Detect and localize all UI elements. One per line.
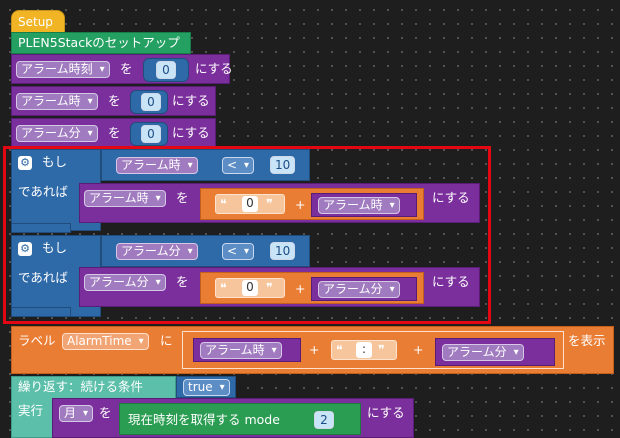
set-suffix-label: にする (195, 61, 233, 76)
compare-var-dropdown[interactable]: アラーム分 (116, 243, 198, 260)
open-quote-icon: ❝ (220, 280, 227, 295)
compare-value-input[interactable]: 10 (270, 156, 296, 174)
join-block[interactable]: ❝ 0 ❞ + アラーム時 (200, 188, 424, 220)
number-block: 0 (143, 58, 189, 82)
if-block-bottom (11, 223, 71, 233)
var-dropdown-alarm-hour[interactable]: アラーム時 (16, 93, 98, 110)
plus-label: + (295, 281, 306, 296)
to-label: を (176, 190, 189, 205)
join-block[interactable]: アラーム時 + ❝ : ❞ + アラーム分 (182, 331, 564, 369)
set-block-month[interactable]: 月 を 現在時刻を取得する mode 2 にする (52, 398, 414, 438)
to-label: を (120, 61, 133, 76)
show-suffix-label: を表示 (568, 333, 606, 348)
set-suffix-label: にする (367, 405, 405, 420)
join-var-dropdown[interactable]: アラーム分 (442, 344, 524, 361)
if-label: もし (42, 154, 68, 169)
string-input[interactable]: : (356, 342, 372, 358)
open-quote-icon: ❝ (220, 196, 227, 211)
ni-label: に (160, 333, 173, 348)
compare-var-dropdown[interactable]: アラーム時 (116, 157, 198, 174)
gear-icon[interactable]: ⚙ (18, 242, 32, 256)
number-input[interactable]: 0 (156, 61, 176, 79)
string-input[interactable]: 0 (242, 280, 258, 296)
selection-highlight (3, 146, 491, 324)
to-label: を (99, 405, 112, 420)
set-block-min-join[interactable]: アラーム分 を ❝ 0 ❞ + アラーム分 にする (79, 267, 480, 307)
plus-label: + (413, 342, 424, 357)
close-quote-icon: ❞ (266, 196, 273, 211)
close-quote-icon: ❞ (266, 280, 273, 295)
operator-dropdown[interactable]: < (222, 157, 255, 174)
number-input[interactable]: 0 (141, 93, 161, 111)
string-block: ❝ : ❞ (331, 340, 397, 360)
open-quote-icon: ❝ (336, 342, 343, 357)
string-block: ❝ 0 ❞ (215, 278, 285, 298)
to-label: を (176, 274, 189, 289)
join-var-block: アラーム時 (311, 193, 417, 217)
join-var-dropdown[interactable]: アラーム時 (200, 342, 282, 359)
set-suffix-label: にする (172, 125, 210, 140)
number-block: 0 (130, 90, 168, 114)
plus-label: + (309, 342, 320, 357)
var-dropdown-alarm-min[interactable]: アラーム分 (16, 125, 98, 142)
join-var-block: アラーム分 (435, 338, 555, 366)
to-label: を (108, 93, 121, 108)
set-suffix-label: にする (432, 274, 470, 289)
if-block-bottom (11, 307, 71, 317)
number-input[interactable]: 0 (141, 125, 161, 143)
set-suffix-label: にする (172, 93, 210, 108)
then-label: であれば (18, 184, 68, 199)
set-var-dropdown[interactable]: アラーム時 (84, 190, 166, 207)
compare-block-hour[interactable]: アラーム時 < 10 (101, 149, 310, 181)
var-dropdown-alarm-time[interactable]: アラーム時刻 (16, 61, 110, 78)
set-suffix-label: にする (432, 190, 470, 205)
plen-setup-block[interactable]: PLEN5Stackのセットアップ (11, 32, 191, 54)
join-var-dropdown[interactable]: アラーム分 (318, 281, 400, 298)
to-label: を (108, 125, 121, 140)
label-name-dropdown[interactable]: AlarmTime (62, 333, 149, 350)
if-label: もし (42, 240, 68, 255)
get-time-block[interactable]: 現在時刻を取得する mode 2 (119, 403, 361, 435)
mode-input[interactable]: 2 (314, 411, 334, 429)
set-block-alarm-min[interactable]: アラーム分 を 0 にする (11, 118, 216, 148)
compare-block-min[interactable]: アラーム分 < 10 (101, 235, 310, 267)
plus-label: + (295, 197, 306, 212)
label-prefix: ラベル (18, 333, 56, 348)
join-var-block: アラーム時 (193, 338, 301, 362)
string-input[interactable]: 0 (242, 196, 258, 212)
compare-value-input[interactable]: 10 (270, 242, 296, 260)
gear-icon[interactable]: ⚙ (18, 156, 32, 170)
condition-block[interactable]: true (176, 376, 236, 398)
set-var-dropdown[interactable]: アラーム分 (84, 274, 166, 291)
condition-dropdown[interactable]: true (183, 379, 230, 396)
set-var-dropdown[interactable]: 月 (59, 405, 94, 422)
join-block[interactable]: ❝ 0 ❞ + アラーム分 (200, 272, 424, 304)
close-quote-icon: ❞ (378, 342, 385, 357)
set-block-alarm-hour[interactable]: アラーム時 を 0 にする (11, 86, 216, 116)
set-block-hour-join[interactable]: アラーム時 を ❝ 0 ❞ + アラーム時 にする (79, 183, 480, 223)
then-label: であれば (18, 270, 68, 285)
label-display-block[interactable]: ラベル AlarmTime に アラーム時 + ❝ : ❞ + アラーム分 を表… (11, 326, 614, 374)
setup-hat-label: Setup (18, 15, 53, 29)
number-block: 0 (130, 122, 168, 146)
loop-label: 繰り返す：続ける条件 (18, 379, 144, 394)
plen-setup-label: PLEN5Stackのセットアップ (18, 35, 180, 50)
setup-hat-block[interactable]: Setup (11, 10, 65, 34)
string-block: ❝ 0 ❞ (215, 194, 285, 214)
get-time-label: 現在時刻を取得する mode (128, 412, 280, 427)
join-var-dropdown[interactable]: アラーム時 (318, 197, 400, 214)
join-var-block: アラーム分 (311, 277, 417, 301)
operator-dropdown[interactable]: < (222, 243, 255, 260)
set-block-alarm-time[interactable]: アラーム時刻 を 0 にする (11, 54, 233, 84)
do-label: 実行 (18, 403, 44, 418)
